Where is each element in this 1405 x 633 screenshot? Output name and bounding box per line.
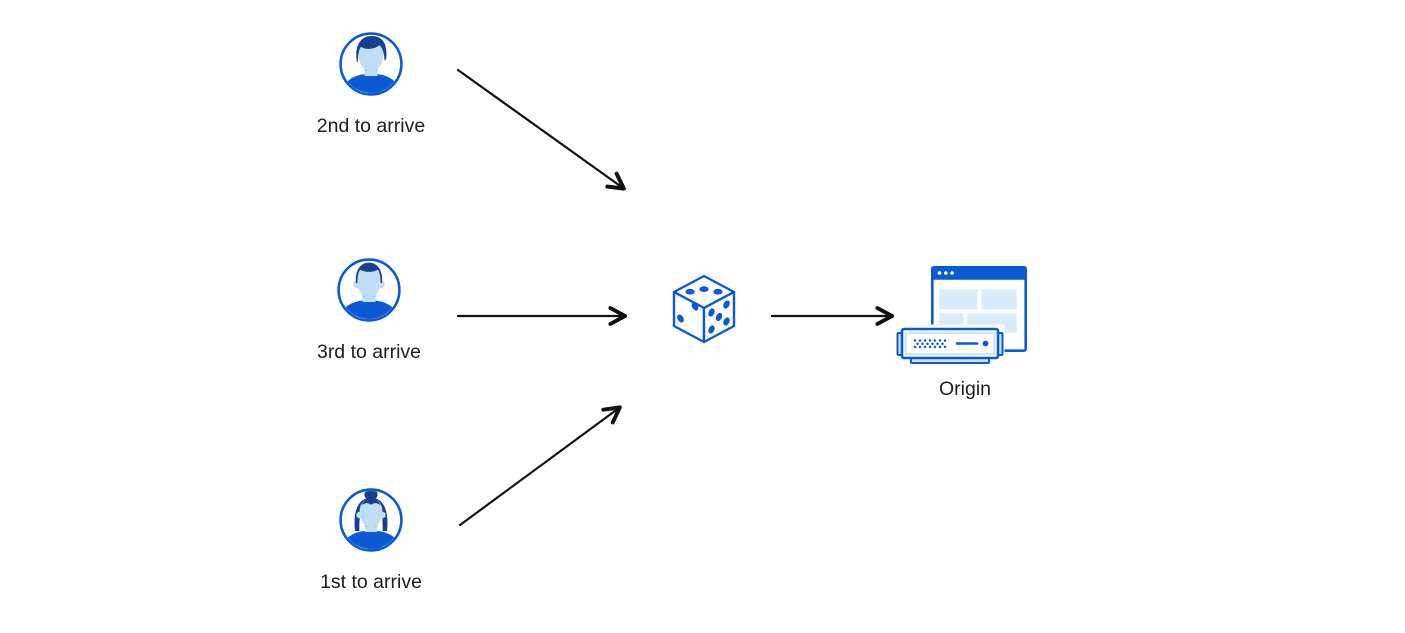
client-3rd-label: 3rd to arrive xyxy=(316,341,422,363)
client-1st-label: 1st to arrive xyxy=(320,571,422,593)
arrow-client-1st-to-dice xyxy=(458,405,622,527)
client-2nd-block: 2nd to arrive xyxy=(305,31,437,136)
user-avatar-man-short-hair-icon xyxy=(337,258,401,322)
client-1st-block: 1st to arrive xyxy=(305,487,437,592)
user-avatar-man-pompadour-icon xyxy=(339,32,403,96)
origin-label: Origin xyxy=(938,378,992,400)
user-avatar-woman-bun-icon xyxy=(339,488,403,552)
arrow-client-2nd-to-dice xyxy=(456,68,626,191)
origin-icon xyxy=(894,266,1028,366)
rack-server-icon xyxy=(894,324,1005,366)
dice-icon xyxy=(672,274,736,344)
client-3rd-block: 3rd to arrive xyxy=(303,257,435,362)
client-2nd-label: 2nd to arrive xyxy=(316,115,426,137)
